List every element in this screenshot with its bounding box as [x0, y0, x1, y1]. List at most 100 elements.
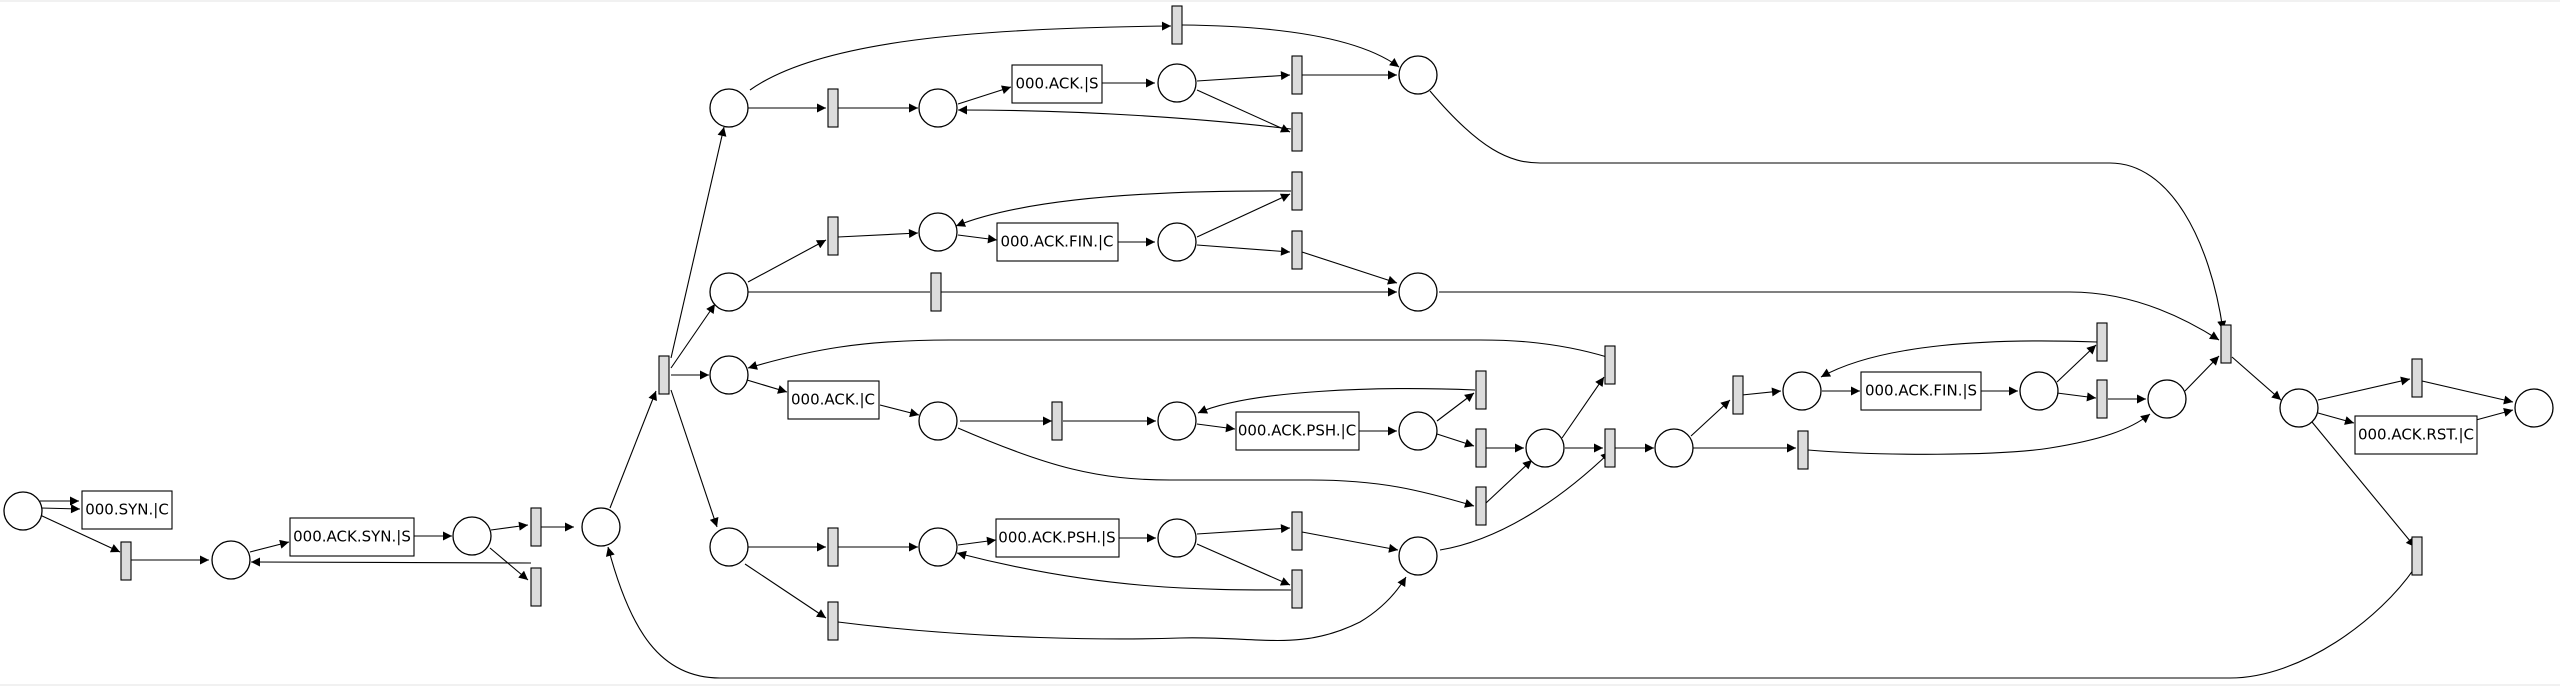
transition-node — [1291, 112, 1303, 152]
edge — [747, 339, 1608, 370]
place-node — [1398, 272, 1438, 312]
transition-node — [1475, 486, 1487, 526]
transition-node — [530, 507, 542, 547]
transitions — [120, 5, 2423, 641]
transition-node — [530, 567, 542, 607]
labeled-transition-ack-psh-s: 000.ACK.PSH.|S — [995, 518, 1120, 558]
place-node — [2279, 388, 2319, 428]
place-node — [2514, 388, 2554, 428]
place-node — [1157, 401, 1197, 441]
edge — [249, 539, 290, 553]
transition-node — [1291, 55, 1303, 95]
edge — [2056, 392, 2097, 402]
place-node — [1525, 428, 1565, 468]
place-node — [1398, 536, 1438, 576]
place-node — [1157, 518, 1197, 558]
edge — [489, 547, 529, 581]
transition-node — [827, 601, 839, 641]
edges — [39, 21, 2514, 679]
labeled-transition-ack-c: 000.ACK.|C — [787, 380, 880, 420]
edge — [1561, 376, 1605, 439]
edge — [1436, 433, 1475, 448]
edge — [2475, 408, 2514, 421]
transition-node — [1475, 428, 1487, 468]
place-node — [918, 401, 958, 441]
labeled-transition-ack-fin-s: 000.ACK.FIN.|S — [1860, 371, 1982, 411]
edge — [2317, 376, 2411, 401]
transition-node — [658, 355, 670, 395]
transition-node — [2096, 379, 2108, 419]
edge — [1741, 387, 1782, 397]
place-node — [2019, 371, 2059, 411]
edge — [837, 576, 1407, 642]
transition-node — [827, 88, 839, 128]
edge — [747, 239, 827, 283]
place-node — [3, 491, 43, 531]
label-ack-rst-c: 000.ACK.RST.|C — [2358, 426, 2474, 444]
place-node — [2147, 379, 2187, 419]
place-node — [1157, 222, 1197, 262]
label-ack-fin-c: 000.ACK.FIN.|C — [1000, 233, 1113, 251]
edge — [1690, 399, 1731, 437]
label-ack-psh-s: 000.ACK.PSH.|S — [998, 529, 1115, 547]
edge — [2317, 412, 2355, 425]
edge — [1429, 90, 2227, 331]
edge — [879, 404, 920, 418]
edge — [1196, 423, 1236, 433]
edge — [957, 105, 1292, 130]
edge — [2056, 344, 2097, 383]
label-syn-c: 000.SYN.|C — [85, 501, 169, 519]
label-ack-c: 000.ACK.|C — [791, 391, 875, 409]
edge — [250, 557, 532, 567]
edge — [1301, 251, 1398, 285]
place-node — [452, 516, 492, 556]
edge — [2421, 380, 2514, 405]
transition-node — [2411, 358, 2423, 398]
edge — [1196, 193, 1291, 238]
place-node — [918, 88, 958, 128]
edge — [1820, 340, 2098, 378]
edge — [1436, 392, 1475, 422]
labeled-transition-ack-syn-s: 000.ACK.SYN.|S — [289, 517, 415, 557]
place-node — [709, 355, 749, 395]
transition-node — [1291, 171, 1303, 211]
place-node — [709, 88, 749, 128]
edge — [957, 536, 997, 546]
labeled-transition-ack-rst-c: 000.ACK.RST.|C — [2354, 415, 2478, 455]
edge — [956, 550, 1292, 591]
transition-node — [1604, 345, 1616, 385]
edge — [1196, 524, 1291, 535]
edge — [2311, 421, 2416, 548]
edge — [955, 190, 1292, 227]
transition-node — [2411, 536, 2423, 576]
edge — [1196, 71, 1291, 82]
edge — [1301, 531, 1399, 553]
edge — [957, 234, 998, 244]
place-node — [709, 527, 749, 567]
place-node — [1654, 428, 1694, 468]
edge — [609, 390, 657, 509]
transition-node — [1291, 569, 1303, 609]
edge — [1196, 543, 1291, 586]
label-ack-syn-s: 000.ACK.SYN.|S — [293, 528, 411, 546]
place-node — [1398, 411, 1438, 451]
label-ack-fin-s: 000.ACK.FIN.|S — [1865, 382, 1977, 400]
edge — [957, 85, 1012, 105]
edge — [2184, 355, 2220, 392]
transition-node — [1604, 428, 1616, 468]
edge — [1439, 451, 1611, 551]
place-node — [1782, 371, 1822, 411]
transition-node — [1291, 230, 1303, 270]
edge — [1485, 459, 1533, 504]
place-node — [918, 212, 958, 252]
labeled-transition-ack-s: 000.ACK.|S — [1011, 64, 1103, 104]
transition-node — [827, 527, 839, 567]
edge — [1196, 89, 1291, 133]
labeled-transitions: 000.SYN.|C 000.ACK.SYN.|S 000.ACK.|S 000… — [81, 64, 2478, 558]
transition-node — [1291, 511, 1303, 551]
edge — [670, 126, 727, 359]
place-node — [1157, 63, 1197, 103]
place-node — [211, 540, 251, 580]
labeled-transition-syn-c: 000.SYN.|C — [81, 490, 173, 530]
